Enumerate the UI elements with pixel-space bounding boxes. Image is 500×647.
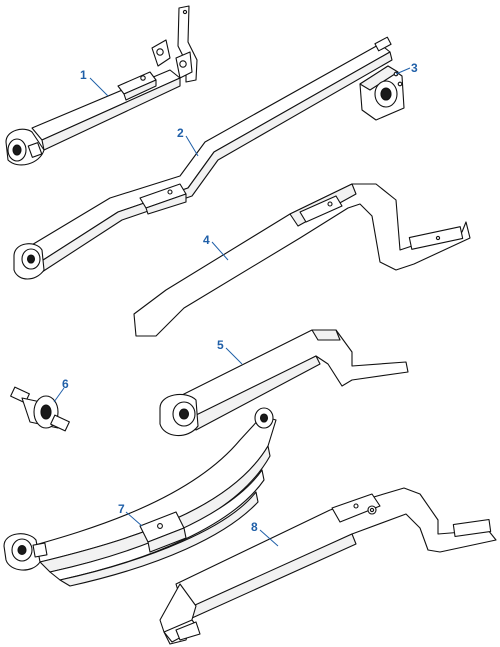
part-5-spring-with-eye bbox=[159, 329, 409, 437]
callout-7: 7 bbox=[118, 502, 125, 516]
leader-6 bbox=[53, 387, 65, 403]
callout-8: 8 bbox=[251, 520, 258, 534]
callout-6: 6 bbox=[62, 377, 69, 391]
callout-4: 4 bbox=[203, 233, 210, 247]
part-1-spring-with-hanger bbox=[5, 5, 198, 166]
part-4-z-spring bbox=[133, 183, 471, 337]
callout-labels: 1 2 3 4 5 6 7 8 bbox=[62, 61, 418, 534]
part-3-shackle-bracket bbox=[359, 65, 405, 121]
leader-5 bbox=[225, 347, 243, 365]
part-2-long-spring bbox=[13, 36, 393, 280]
callout-1: 1 bbox=[80, 68, 87, 82]
callout-3: 3 bbox=[411, 61, 418, 75]
leader-2 bbox=[185, 135, 199, 157]
leader-4 bbox=[211, 241, 229, 261]
part-8-long-spring-with-bracket bbox=[159, 487, 497, 645]
leader-8 bbox=[259, 529, 279, 547]
leader-3 bbox=[395, 67, 411, 75]
leader-1 bbox=[89, 77, 109, 97]
leader-7 bbox=[125, 511, 143, 527]
part-6-bushing-pin bbox=[10, 386, 70, 432]
callout-5: 5 bbox=[217, 338, 224, 352]
callout-leaders bbox=[53, 67, 411, 547]
callout-2: 2 bbox=[177, 126, 184, 140]
part-7-leaf-spring-pack bbox=[3, 407, 277, 587]
